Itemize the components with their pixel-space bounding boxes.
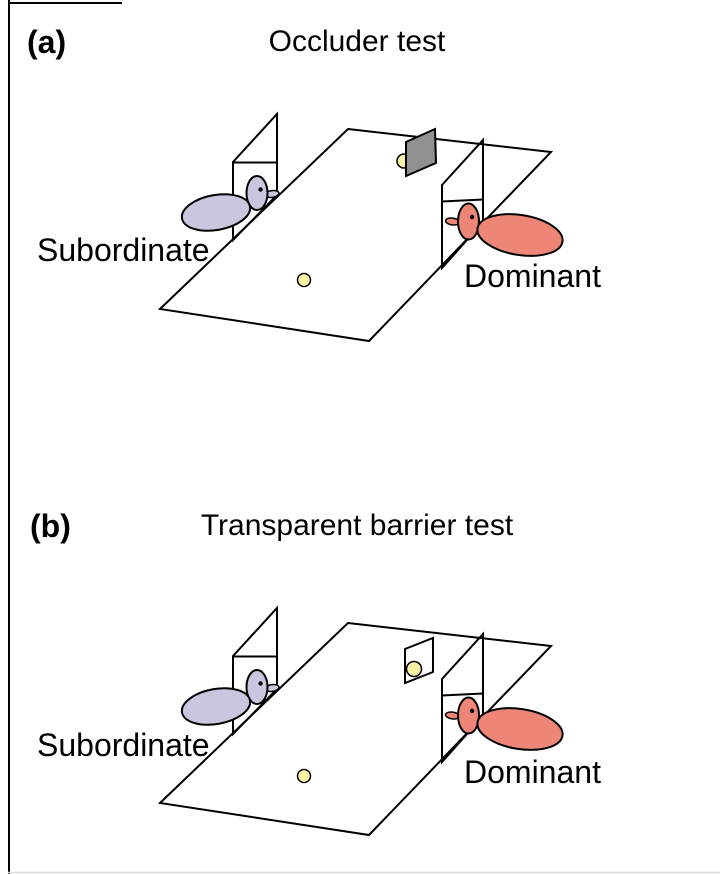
dominant-label-b: Dominant: [464, 754, 601, 790]
subordinate-eye-a: [258, 187, 263, 192]
dominant-bird-a: [444, 202, 564, 257]
dominant-bird-b: [444, 696, 564, 751]
dominant-barrier-bar-b: [441, 692, 484, 697]
dominant-body-b: [476, 707, 564, 751]
subordinate-label-a: Subordinate: [37, 232, 210, 268]
subordinate-body-a: [180, 193, 252, 232]
subordinate-label-b: Subordinate: [37, 727, 210, 763]
opaque-occluder: [405, 127, 438, 178]
food-behind-transparent-barrier: [405, 660, 423, 678]
food-on-table-a: [296, 272, 312, 288]
dominant-body-a: [476, 213, 564, 257]
subordinate-body-b: [180, 687, 252, 726]
transparent-center-barrier: [404, 636, 434, 685]
panel-b-letter: (b): [30, 508, 71, 544]
dominant-head-b: [457, 696, 480, 735]
dominant-head-a: [457, 202, 480, 241]
panel-a: (a) Occluder test: [27, 24, 601, 343]
dominant-barrier-bar-a: [441, 198, 484, 203]
panel-b-title: Transparent barrier test: [201, 509, 514, 542]
subordinate-head-a: [245, 175, 269, 211]
dominant-label-a: Dominant: [464, 258, 601, 294]
subordinate-eye-b: [258, 681, 263, 686]
panel-a-letter: (a): [27, 24, 66, 60]
panel-a-title: Occluder test: [269, 25, 446, 58]
subordinate-bird-a: [180, 175, 280, 232]
food-on-table-b: [296, 768, 312, 784]
panel-b: (b) Transparent barrier test: [30, 508, 601, 837]
dominant-eye-a: [469, 214, 475, 220]
subordinate-head-b: [245, 669, 269, 705]
dominant-eye-b: [469, 708, 475, 714]
subordinate-bird-b: [180, 669, 280, 726]
